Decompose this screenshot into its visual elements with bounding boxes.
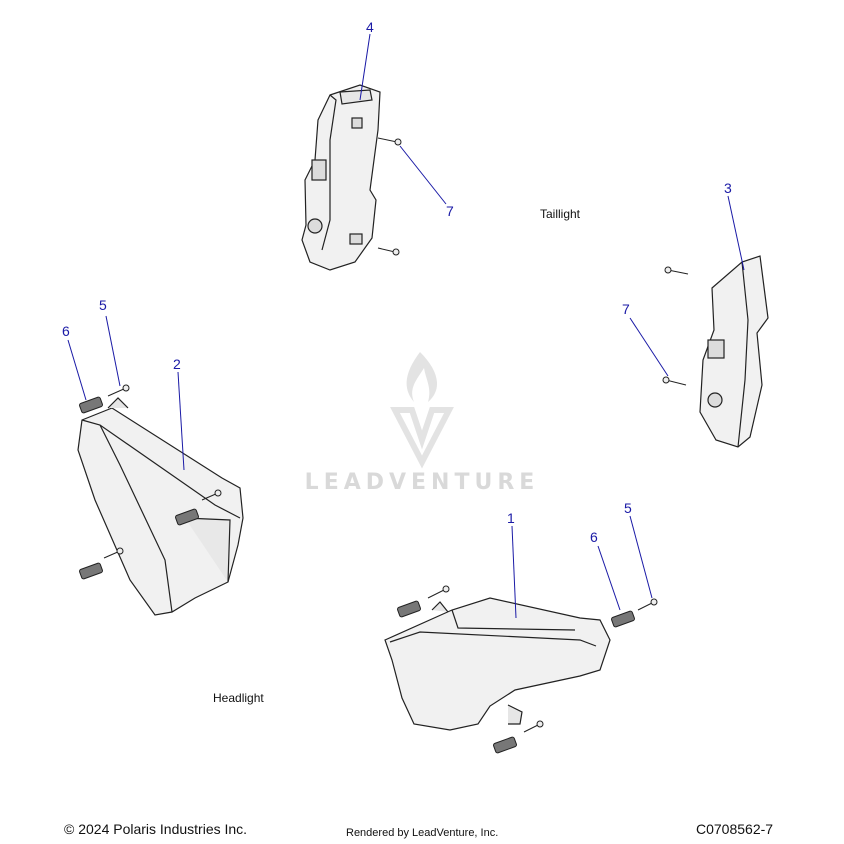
screw-5-right-b — [637, 598, 658, 611]
leader-5-left — [105, 315, 121, 387]
watermark-logo — [390, 352, 454, 469]
callout-5-right: 5 — [624, 500, 632, 516]
screw-7-upper-a — [377, 137, 402, 146]
taillight-upper-part — [301, 84, 381, 271]
callout-6-left: 6 — [62, 323, 70, 339]
callout-7-right: 7 — [622, 301, 630, 317]
diagram-code: C0708562-7 — [696, 821, 774, 837]
callout-3: 3 — [724, 180, 732, 196]
screw-7-right-a — [664, 266, 689, 275]
screw-5-left-b — [201, 489, 222, 501]
leader-6-left — [67, 339, 87, 401]
leader-5-right — [629, 515, 653, 599]
screw-7-upper-b — [377, 247, 400, 256]
spring-6-left-a — [79, 396, 103, 414]
leader-6-right — [597, 545, 621, 611]
screw-5-left-a — [107, 384, 130, 397]
leader-1 — [511, 525, 517, 619]
rendered-by-text: Rendered by LeadVenture, Inc. — [346, 827, 499, 839]
copyright-text: © 2024 Polaris Industries Inc. — [64, 821, 248, 837]
leader-7-upper — [399, 145, 447, 205]
taillight-label: Taillight — [540, 207, 581, 221]
spring-6-right-c — [493, 736, 517, 754]
leader-3 — [727, 195, 745, 271]
callout-6-right: 6 — [590, 529, 598, 545]
screw-5-right-a — [427, 585, 450, 599]
headlight-right-part — [384, 597, 611, 731]
spring-6-right-b — [611, 610, 635, 628]
leader-lines — [67, 33, 745, 619]
leader-4 — [359, 33, 371, 101]
spring-6-right-a — [397, 600, 421, 618]
callout-2: 2 — [173, 356, 181, 372]
callout-5-left: 5 — [99, 297, 107, 313]
spring-6-left-b — [175, 508, 199, 526]
taillight-right-part — [699, 255, 769, 448]
callout-7-upper: 7 — [446, 203, 454, 219]
leader-2 — [177, 371, 185, 471]
screw-7-right-b — [662, 376, 687, 386]
callout-4: 4 — [366, 19, 374, 35]
screw-5-left-c — [103, 547, 124, 559]
leader-7-right — [629, 317, 669, 377]
headlight-left-part — [77, 397, 244, 616]
screw-5-right-c — [523, 720, 544, 733]
watermark-text: LEADVENTURE — [304, 470, 540, 495]
spring-6-left-c — [79, 562, 103, 580]
headlight-label: Headlight — [213, 691, 264, 705]
callout-1: 1 — [507, 510, 515, 526]
